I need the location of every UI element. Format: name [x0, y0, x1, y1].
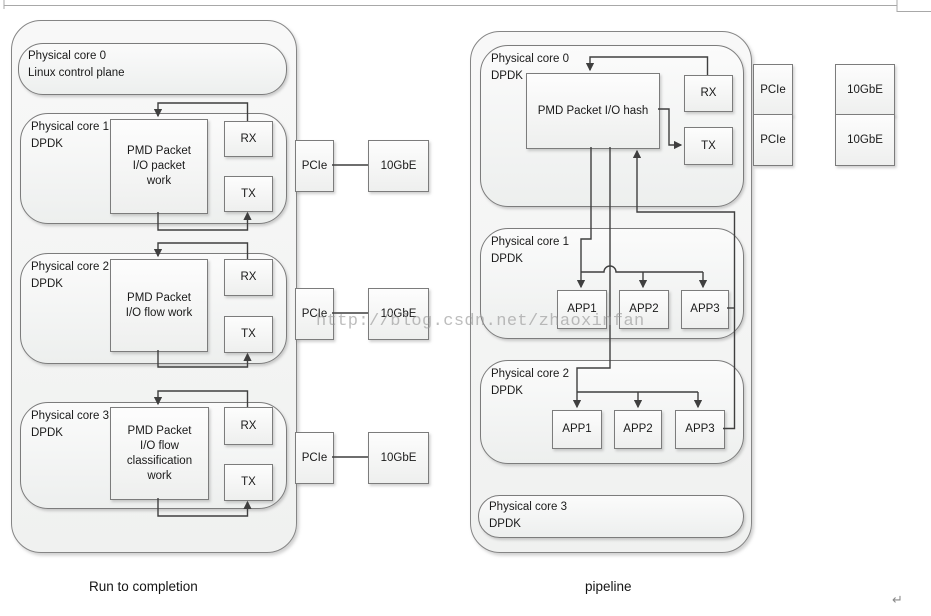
rtc-core1-label: Physical core 1 DPDK: [31, 119, 109, 152]
pl-core0-label: Physical core 0 DPDK: [491, 51, 569, 84]
pl-core1-name: Physical core 1: [491, 236, 569, 248]
rtc-core3-tx-box: TX: [224, 464, 273, 501]
pl-core3-label: Physical core 3 DPDK: [489, 499, 567, 532]
rtc-core1-pmd-box: PMD Packet I/O packet work: [110, 119, 208, 214]
rtc-core1-rx-box: RX: [224, 121, 273, 157]
pl-core0-name: Physical core 0: [491, 53, 569, 65]
rtc-core3-label: Physical core 3 DPDK: [31, 408, 109, 441]
rtc-core0-label: Physical core 0 Linux control plane: [28, 48, 125, 81]
rtc-core0-name: Physical core 0: [28, 50, 106, 62]
pl-core0-runtime: DPDK: [491, 69, 523, 82]
pl-core2-app3-box: APP3: [675, 410, 725, 449]
pl-hash-box: PMD Packet I/O hash: [526, 73, 660, 149]
pl-core2-runtime: DPDK: [491, 384, 523, 397]
paragraph-mark: ↵: [892, 592, 903, 607]
rtc-nic2-box: 10GbE: [368, 288, 429, 340]
pl-tx-box: TX: [684, 127, 733, 165]
rtc-nic1-box: 10GbE: [368, 140, 429, 192]
pl-core2-name: Physical core 2: [491, 368, 569, 380]
pl-core1-label: Physical core 1 DPDK: [491, 234, 569, 267]
pl-core1-runtime: DPDK: [491, 252, 523, 265]
rtc-core2-name: Physical core 2: [31, 261, 109, 273]
rtc-core2-tx-box: TX: [224, 316, 273, 353]
pipeline-caption: pipeline: [585, 579, 632, 594]
rtc-core1-runtime: DPDK: [31, 137, 63, 150]
pl-core3-name: Physical core 3: [489, 501, 567, 513]
pl-core1-app3-box: APP3: [681, 290, 729, 329]
pl-core3-runtime: DPDK: [489, 517, 521, 530]
pl-rx-box: RX: [684, 75, 733, 112]
rtc-pcie3-box: PCIe: [295, 432, 334, 484]
pl-core3-rect: Physical core 3 DPDK: [478, 495, 744, 538]
pl-core2-app1-box: APP1: [552, 410, 602, 449]
rtc-core0-runtime: Linux control plane: [28, 66, 125, 79]
rtc-core3-name: Physical core 3: [31, 410, 109, 422]
pl-nic1-box: 10GbE: [835, 64, 895, 116]
pl-pcie2-box: PCIe: [753, 114, 793, 166]
pl-nic2-box: 10GbE: [835, 114, 895, 166]
rtc-nic3-box: 10GbE: [368, 432, 429, 484]
rtc-core1-tx-box: TX: [224, 176, 273, 212]
rtc-core3-rx-box: RX: [224, 407, 273, 445]
run-to-completion-caption: Run to completion: [89, 579, 198, 594]
pl-pcie1-box: PCIe: [753, 64, 793, 116]
rtc-core3-runtime: DPDK: [31, 426, 63, 439]
rtc-core0-rect: [18, 43, 287, 95]
pl-core2-app2-box: APP2: [614, 410, 662, 449]
rtc-core2-label: Physical core 2 DPDK: [31, 259, 109, 292]
rtc-pcie2-box: PCIe: [295, 288, 334, 340]
pl-core2-label: Physical core 2 DPDK: [491, 366, 569, 399]
blog-watermark: http://blog.csdn.net/zhaoxinfan: [316, 312, 645, 331]
rtc-core2-pmd-box: PMD Packet I/O flow work: [110, 259, 208, 352]
rtc-core3-pmd-box: PMD Packet I/O flow classification work: [110, 407, 209, 500]
rtc-core1-name: Physical core 1: [31, 121, 109, 133]
rtc-pcie1-box: PCIe: [295, 140, 334, 192]
rtc-core2-rx-box: RX: [224, 259, 273, 296]
rtc-core2-runtime: DPDK: [31, 277, 63, 290]
